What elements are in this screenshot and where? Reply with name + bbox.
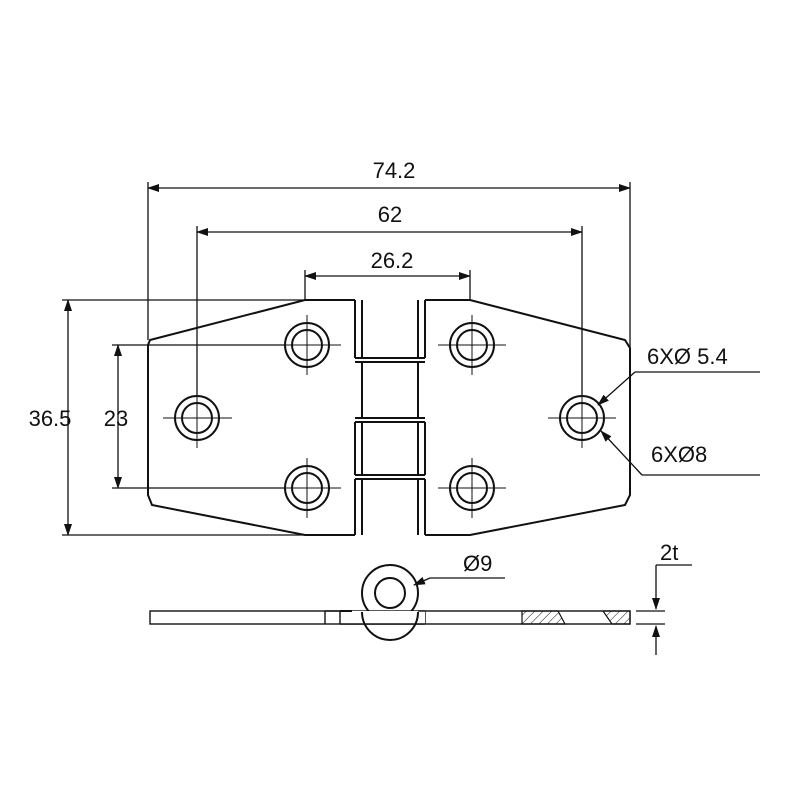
dimension-label-62: 62 [378, 202, 402, 227]
right-leaf-outline [425, 299, 631, 536]
dimension-hole-spacing-vertical: 23 [104, 344, 285, 489]
dimension-label-23: 23 [104, 406, 128, 431]
callout-label-outer-hole: 6XØ8 [651, 442, 707, 467]
dimension-hole-spacing-outer: 62 [196, 202, 583, 395]
dimension-label-pin-diameter: Ø9 [463, 551, 492, 576]
dimension-overall-length: 74.2 [147, 158, 631, 348]
mounting-holes [174, 322, 605, 511]
callout-inner-hole: 6XØ 5.4 [597, 344, 760, 406]
dimension-leaf-narrow: 26.2 [304, 248, 471, 300]
hinge-knuckle [354, 300, 426, 535]
dimension-pin-diameter: Ø9 [413, 551, 505, 586]
hinge-top-view [147, 299, 631, 536]
hinge-side-view [149, 564, 631, 641]
dimension-label-26-2: 26.2 [371, 248, 414, 273]
countersink-section-left [521, 610, 567, 625]
dimension-label-36-5: 36.5 [29, 406, 72, 431]
dimension-label-thickness: 2t [660, 540, 678, 565]
dimension-overall-height: 36.5 [29, 299, 305, 536]
countersink-section-right [601, 610, 631, 625]
callout-outer-hole: 6XØ8 [600, 430, 760, 476]
dimension-thickness: 2t [636, 540, 692, 655]
hole-centerlines [163, 315, 616, 518]
pin-barrel-inner [374, 577, 406, 609]
callout-label-inner-hole: 6XØ 5.4 [647, 344, 728, 369]
left-leaf-outline [147, 299, 355, 536]
dimension-label-74-2: 74.2 [373, 158, 416, 183]
